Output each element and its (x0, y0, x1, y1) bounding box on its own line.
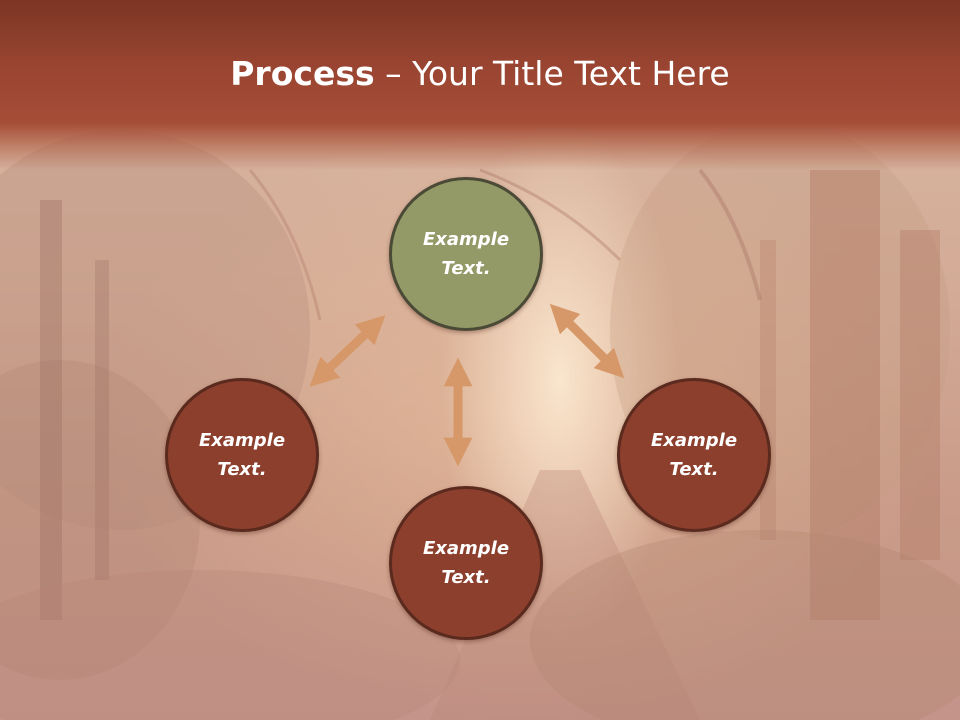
node-bottom-label: Example Text. (422, 538, 510, 588)
node-top-label: Example Text. (422, 229, 510, 279)
process-node-bottom: Example Text. (389, 486, 543, 640)
process-node-left: Example Text. (165, 378, 319, 532)
slide-title: Process – Your Title Text Here (0, 52, 960, 96)
arrow-left-top (309, 315, 386, 387)
process-node-right: Example Text. (617, 378, 771, 532)
header-band: Process – Your Title Text Here (0, 0, 960, 170)
title-rest: – Your Title Text Here (374, 54, 730, 93)
title-bold: Process (230, 54, 375, 93)
node-right-label: Example Text. (650, 430, 738, 480)
process-node-top: Example Text. (389, 177, 543, 331)
arrow-top-right (549, 303, 625, 379)
node-left-label: Example Text. (198, 430, 286, 480)
